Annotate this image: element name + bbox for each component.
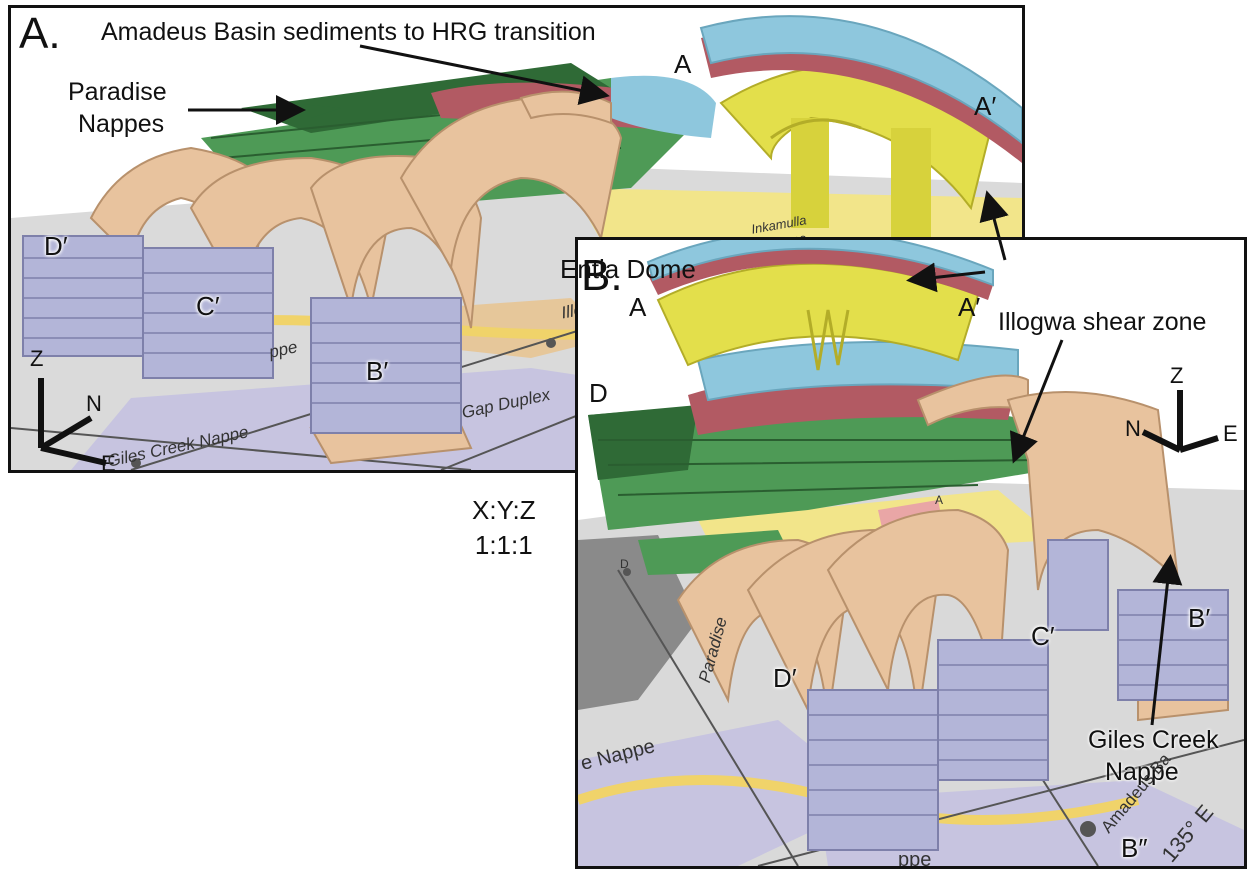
section-label-c-prime: C′	[196, 291, 220, 321]
scale-ratio: X:Y:Z 1:1:1	[472, 493, 536, 563]
axis-label-z: Z	[30, 346, 44, 371]
axis-label-e: E	[1223, 421, 1238, 446]
axis-label-z: Z	[1170, 363, 1184, 388]
section-label-d-prime: D′	[773, 663, 797, 693]
panel-b-model	[578, 240, 1244, 866]
section-label-a: A	[629, 292, 647, 322]
annotation-paradise: Paradise	[68, 78, 167, 106]
map-label-a-small: A	[935, 493, 944, 507]
blue-arch	[646, 240, 994, 287]
section-label-a-prime: A′	[958, 292, 981, 322]
panel-letter-a: A.	[19, 9, 61, 58]
annotation-entia-dome: Entia Dome	[560, 254, 696, 284]
section-label-b-prime: B′	[1188, 603, 1211, 633]
map-label-ppe: ppe	[898, 849, 932, 869]
annotation-nappes: Nappes	[78, 110, 165, 138]
section-label-d: D	[589, 378, 608, 408]
annotation-illogwa-shear-zone: Illogwa shear zone	[998, 308, 1207, 336]
axis-label-n: N	[1125, 416, 1141, 441]
panel-b: B. A A′ D D′ C′ B′ B″ Illogwa shear zone…	[575, 237, 1247, 869]
section-label-a: A	[674, 49, 692, 79]
panel-letter-b: B.	[581, 251, 623, 300]
red-arch	[701, 28, 1022, 164]
section-label-a-prime: A′	[974, 91, 997, 121]
section-label-c-prime: C′	[1031, 621, 1055, 651]
map-label-d-small: D	[620, 557, 629, 571]
lavender-stacks	[807, 539, 1229, 851]
section-label-d-prime: D′	[44, 231, 68, 261]
annotation-amadeus-basin: Amadeus Basin sediments to HRG transitio…	[101, 18, 596, 46]
axis-label-e: E	[101, 451, 116, 473]
annotation-giles-creek: Giles Creek	[1088, 726, 1219, 754]
scale-line-1: X:Y:Z	[472, 495, 536, 525]
section-label-b-prime: B′	[366, 356, 389, 386]
blue-arch	[699, 15, 1022, 145]
blue-unit	[611, 75, 716, 138]
annotation-nappe: Nappe	[1105, 758, 1179, 786]
orientation-axes	[38, 378, 107, 466]
scale-line-2: 1:1:1	[474, 530, 533, 561]
lavender-stacks	[22, 235, 462, 434]
section-label-b-double-prime: B″	[1121, 833, 1148, 863]
orientation-axes	[1141, 390, 1219, 453]
axis-label-n: N	[86, 391, 102, 416]
